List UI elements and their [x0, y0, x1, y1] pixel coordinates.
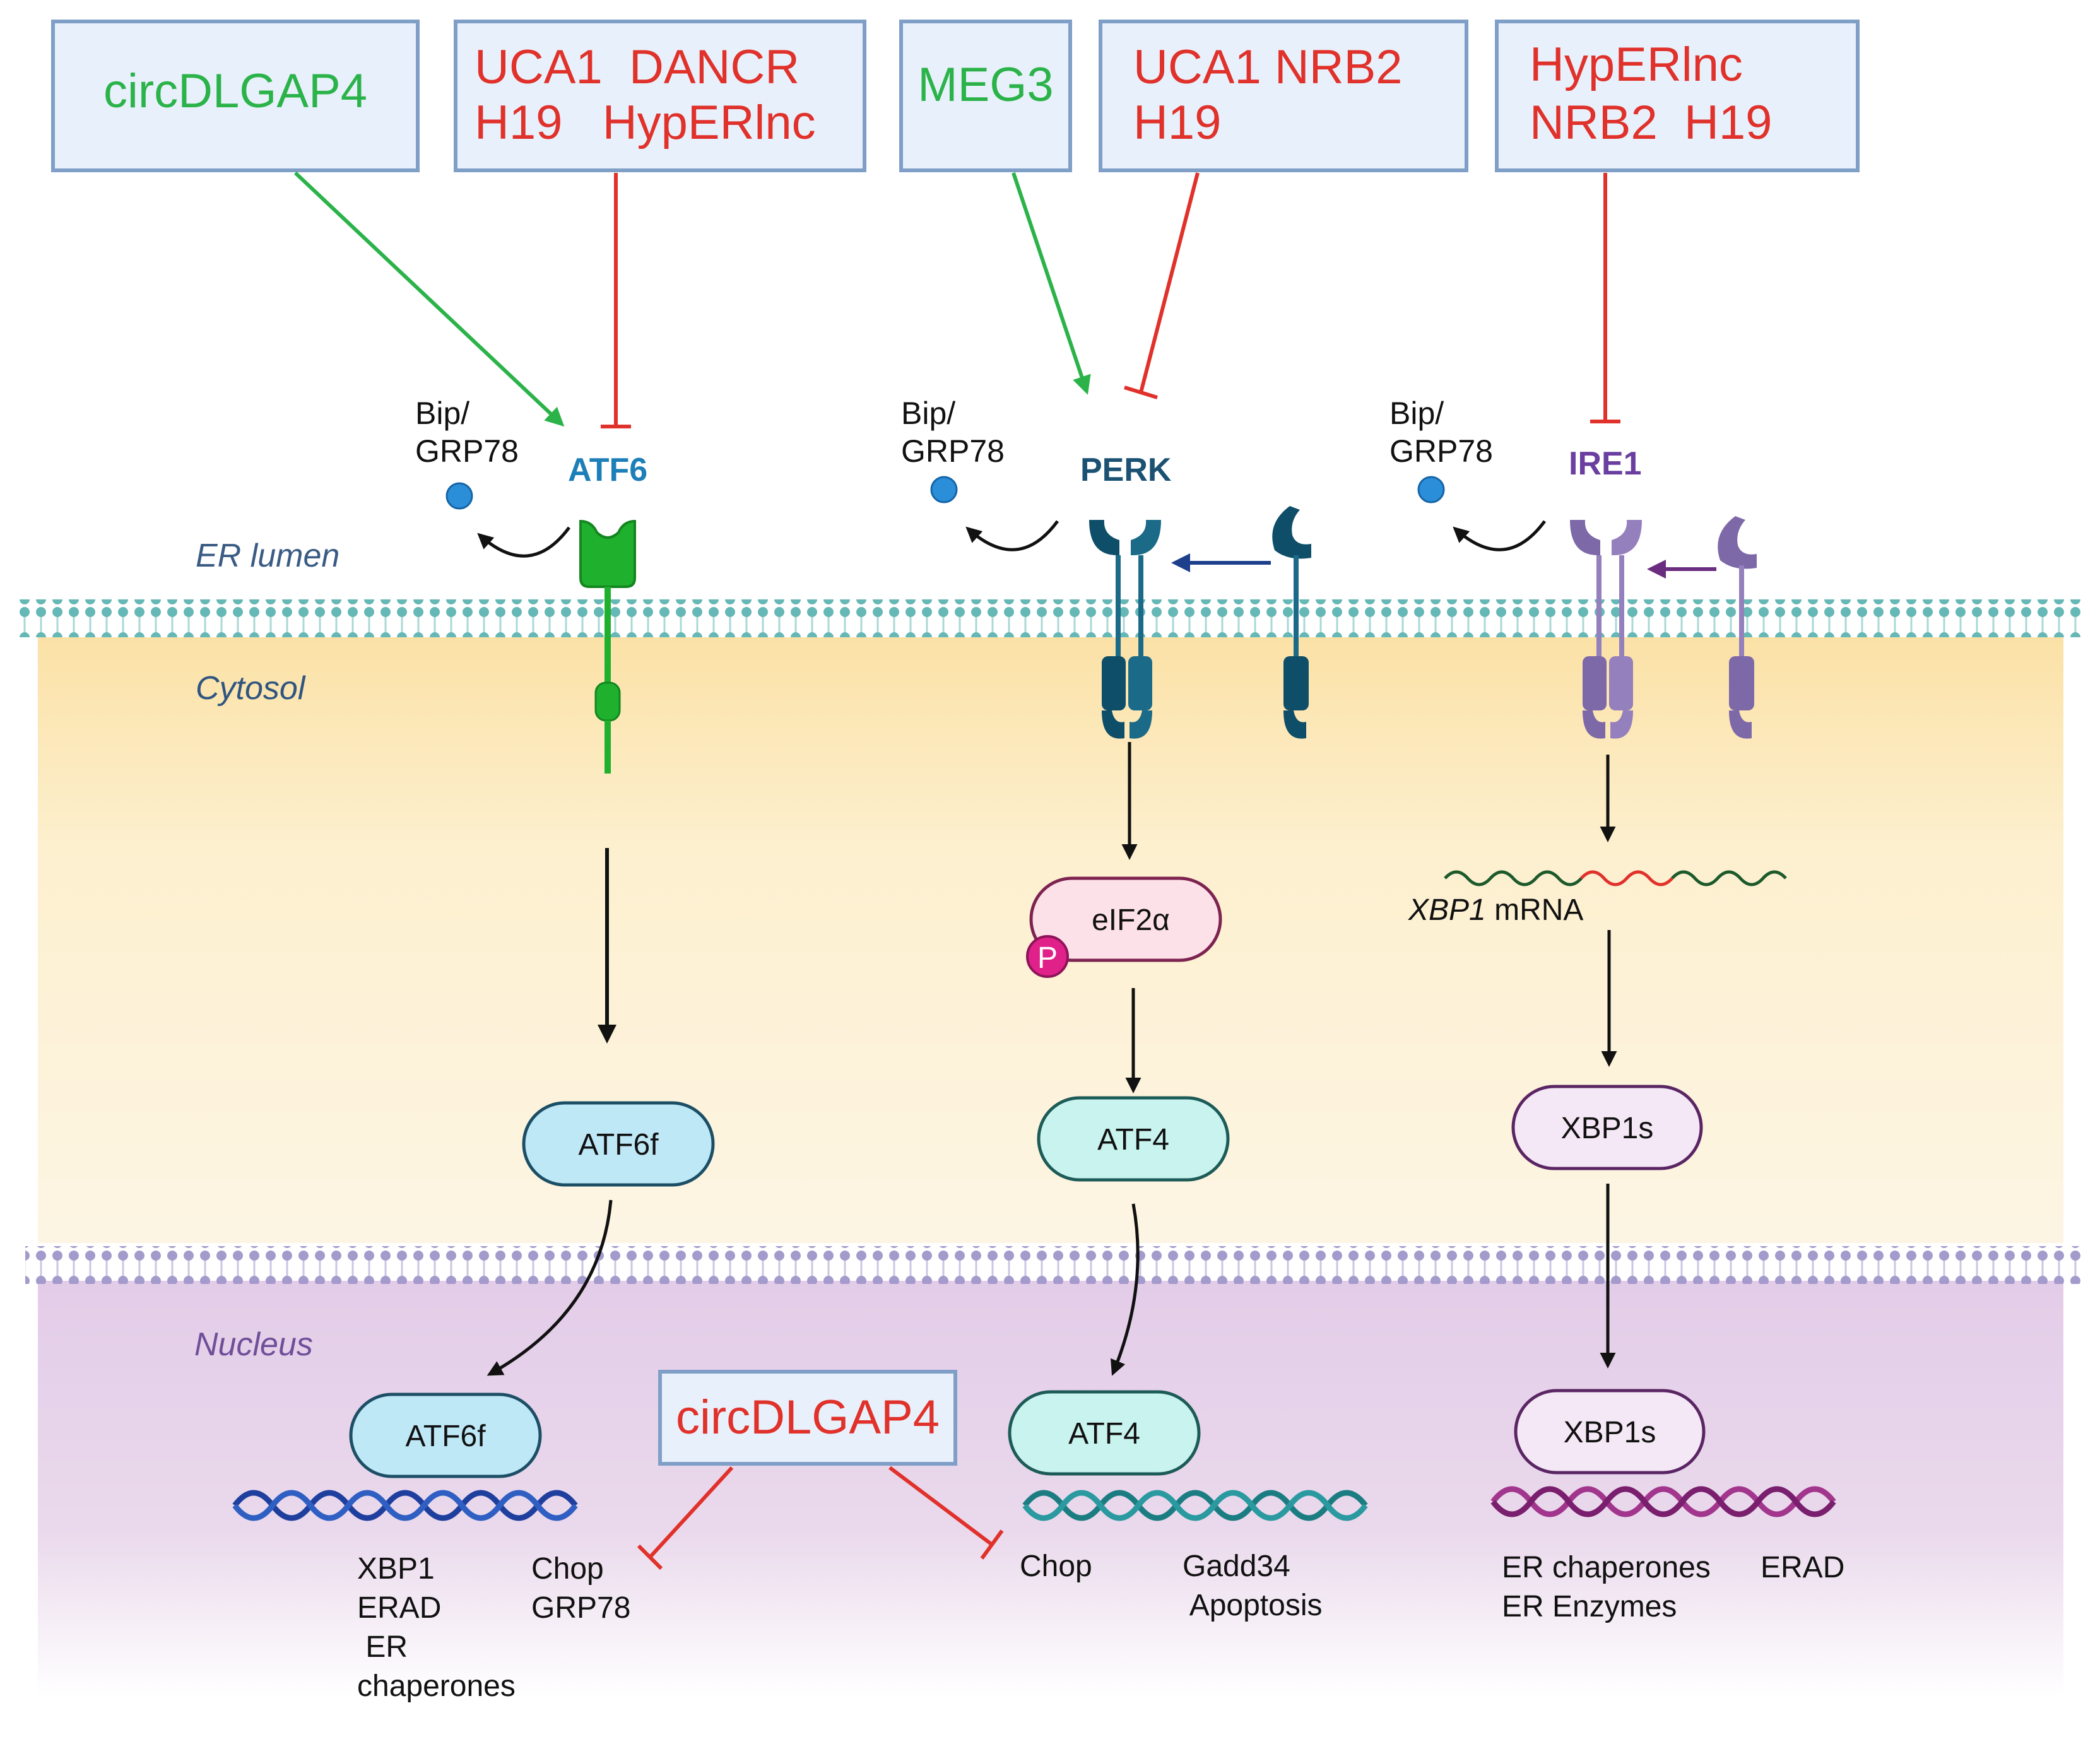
er-lumen-label: ER lumen [196, 538, 339, 574]
ire1-sensor-label: IRE1 [1569, 445, 1642, 482]
bip-molecule-1 [445, 482, 473, 510]
dna-atf4 [1022, 1490, 1368, 1521]
bip-label-2-line1: Bip/ [901, 396, 955, 431]
perk-inhibitor-line1: UCA1 NRB2 [1133, 40, 1403, 94]
eif2a-node: eIF2α [1029, 876, 1222, 962]
perk-activator-box: MEG3 [899, 20, 1072, 172]
perk-inhibitor-line2: H19 [1133, 96, 1221, 150]
bip-release-arrow-3 [1453, 520, 1547, 551]
eif2a-label: eIF2α [1092, 904, 1170, 937]
atf6f-cytosol-node: ATF6f [522, 1101, 715, 1187]
ire1-inhibitor-line1: HypERlnc [1530, 38, 1743, 91]
atf6-target-6: GRP78 [531, 1591, 630, 1625]
atf6-target-3: ER [357, 1630, 408, 1664]
atf6-sensor-label: ATF6 [568, 452, 647, 488]
nucleus-circdlgap4-box: circDLGAP4 [658, 1370, 957, 1466]
bip-label-2-line2: GRP78 [901, 433, 1005, 469]
atf6f-nucleus-label: ATF6f [405, 1420, 486, 1453]
bip-label-3-line1: Bip/ [1389, 396, 1444, 431]
dna-atf6 [232, 1490, 578, 1521]
perk-inhibitor-box: UCA1 NRB2 H19 [1099, 20, 1468, 172]
phospho-label: P [1037, 941, 1058, 975]
xbp1s-nucleus-node: XBP1s [1514, 1389, 1706, 1475]
perk-dimer [1089, 520, 1161, 739]
meg3-activates-perk-arrow [1012, 172, 1091, 395]
atf6-target-5: Chop [531, 1552, 604, 1586]
perk-inhibition-line [1139, 172, 1200, 393]
perk-inhibition-tbar [1124, 386, 1158, 399]
ire1-dimer [1570, 520, 1642, 739]
atf6-inhibitor-line2: H19 HypERlnc [475, 96, 816, 150]
atf4-nucleus-label: ATF4 [1068, 1417, 1140, 1451]
cytosol-label: Cytosol [196, 670, 306, 707]
nucleus-region [38, 1281, 2063, 1697]
xbp1-mrna [1444, 870, 1787, 886]
xbp1s-cytosol-label: XBP1s [1561, 1112, 1654, 1145]
bip-release-arrow-2 [965, 520, 1059, 551]
ire1-monomer [1718, 516, 1757, 739]
bip-label-3-line2: GRP78 [1389, 433, 1493, 469]
atf4-cytosol-label: ATF4 [1097, 1123, 1169, 1157]
xbp1-target-2: ER Enzymes [1502, 1590, 1677, 1623]
atf4-nucleus-node: ATF4 [1008, 1390, 1201, 1476]
atf6-activator-box: circDLGAP4 [51, 20, 420, 172]
nucleus-label: Nucleus [194, 1326, 313, 1363]
atf6f-nuclear-translocation-arrow [487, 1199, 613, 1376]
circdlgap4-inhibits-atf4-targets-tbar [980, 1529, 1004, 1560]
circdlgap4-inhibits-atf6-targets-tbar [637, 1544, 663, 1570]
atf6-target-2: ERAD [357, 1591, 441, 1625]
atf6-target-1: XBP1 [357, 1552, 435, 1586]
bip-molecule-3 [1417, 476, 1445, 503]
atf6f-cytosol-label: ATF6f [578, 1128, 659, 1162]
dna-xbp1 [1490, 1486, 1836, 1517]
bip-release-arrow-1 [477, 526, 571, 558]
atf4-target-3: Apoptosis [1183, 1589, 1322, 1622]
perk-activator-text: MEG3 [917, 58, 1053, 112]
perk-sensor-label: PERK [1080, 452, 1172, 488]
atf6-target-4: chaperones [357, 1669, 516, 1703]
atf4-nuclear-translocation-arrow [1111, 1203, 1140, 1376]
xbp1-target-1: ER chaperones [1502, 1551, 1711, 1584]
nucleus-circdlgap4-text: circDLGAP4 [676, 1391, 940, 1444]
perk-monomer [1272, 506, 1311, 739]
circdlgap4-inhibits-atf6-targets-line [648, 1466, 734, 1559]
xbp1-mrna-label: XBP1 mRNA [1408, 893, 1583, 927]
atf4-cytosol-node: ATF4 [1037, 1096, 1230, 1182]
ire1-inhibitor-line2: NRB2 H19 [1530, 96, 1772, 150]
er-membrane [19, 599, 2082, 637]
atf6-inhibitor-line1: UCA1 DANCR [475, 40, 799, 94]
atf4-target-1: Chop [1020, 1550, 1092, 1583]
xbp1s-nucleus-label: XBP1s [1564, 1416, 1656, 1449]
xbp1-target-3: ERAD [1761, 1551, 1844, 1584]
nuclear-membrane [25, 1246, 2082, 1284]
xbp1s-cytosol-node: XBP1s [1511, 1085, 1703, 1170]
ire1-inhibitor-box: HypERlnc NRB2 H19 [1495, 20, 1860, 172]
atf6f-nucleus-node: ATF6f [349, 1393, 542, 1478]
circdlgap4-activates-atf6-arrow [293, 171, 565, 427]
atf6-receptor [579, 519, 636, 774]
bip-molecule-2 [930, 476, 958, 503]
circdlgap4-inhibits-atf4-targets-line [888, 1466, 993, 1546]
phospho-badge: P [1026, 935, 1069, 978]
atf6-inhibitor-box: UCA1 DANCR H19 HypERlnc [454, 20, 866, 172]
bip-label-1-line2: GRP78 [415, 433, 519, 469]
atf6-activator-text: circDLGAP4 [103, 64, 367, 118]
atf4-target-2: Gadd34 [1183, 1550, 1290, 1583]
bip-label-1-line1: Bip/ [415, 396, 469, 431]
